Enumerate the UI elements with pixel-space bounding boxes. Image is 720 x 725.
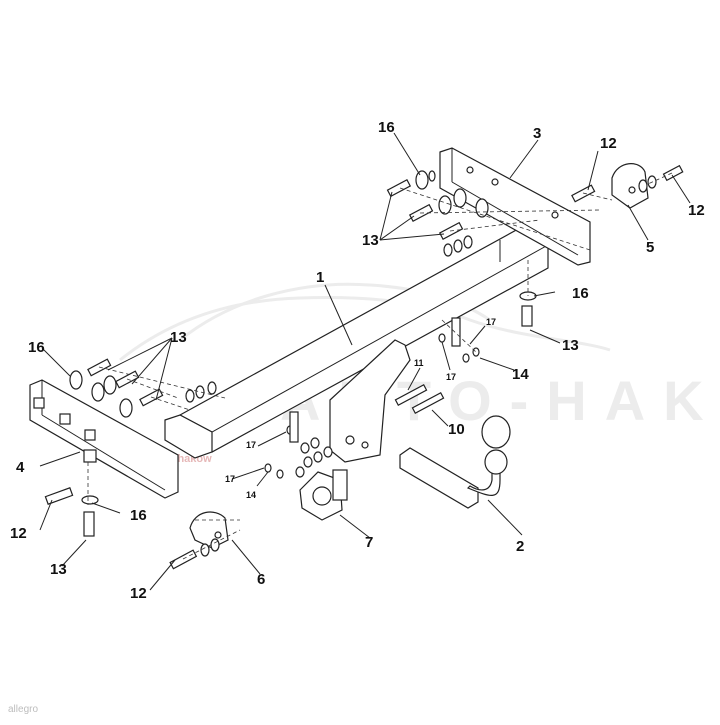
part-label-12-bottom: 12 bbox=[130, 585, 147, 602]
part-label-13-right: 13 bbox=[562, 337, 579, 354]
part-label-1: 1 bbox=[316, 269, 324, 286]
part-label-13-top: 13 bbox=[362, 232, 379, 249]
part-label-3: 3 bbox=[533, 125, 541, 142]
part-label-16-left: 16 bbox=[28, 339, 45, 356]
label-leaders bbox=[39, 132, 691, 591]
footer-watermark: allegro bbox=[8, 704, 38, 715]
part-label-17-center-top: 17 bbox=[246, 440, 256, 450]
part-label-17-right-bottom: 17 bbox=[446, 372, 456, 382]
part-label-12-top: 12 bbox=[600, 135, 617, 152]
part-label-12-left: 12 bbox=[10, 525, 27, 542]
part-label-14-right: 14 bbox=[512, 366, 529, 383]
part-label-13-left: 13 bbox=[170, 329, 187, 346]
part-label-4: 4 bbox=[16, 459, 25, 476]
center-hanger bbox=[329, 339, 411, 463]
socket-plate bbox=[299, 469, 348, 521]
part-label-16-top: 16 bbox=[378, 119, 395, 136]
part-label-16-bottom: 16 bbox=[130, 507, 147, 524]
part-label-7: 7 bbox=[365, 534, 373, 551]
part-label-6: 6 bbox=[257, 571, 265, 588]
part-label-14-center: 14 bbox=[246, 490, 256, 500]
fasteners bbox=[44, 164, 684, 570]
main-crossbeam bbox=[164, 227, 549, 459]
part-label-10: 10 bbox=[448, 421, 465, 438]
part-label-17-right-top: 17 bbox=[486, 317, 496, 327]
left-strap bbox=[189, 511, 229, 549]
part-labels: 1 2 3 4 5 6 7 10 11 12 12 12 12 13 13 13… bbox=[10, 119, 705, 602]
part-label-16-right: 16 bbox=[572, 285, 589, 302]
part-label-2: 2 bbox=[516, 538, 524, 555]
part-label-11: 11 bbox=[414, 358, 424, 368]
part-label-12-right: 12 bbox=[688, 202, 705, 219]
part-label-17-center-bottom: 17 bbox=[225, 474, 235, 484]
right-strap bbox=[611, 163, 649, 209]
assembly-dash-lines bbox=[87, 172, 673, 560]
right-bracket bbox=[439, 147, 591, 266]
ball-neck bbox=[399, 415, 511, 509]
left-bracket bbox=[29, 379, 179, 499]
part-label-5: 5 bbox=[646, 239, 654, 256]
part-label-13-bottom: 13 bbox=[50, 561, 67, 578]
